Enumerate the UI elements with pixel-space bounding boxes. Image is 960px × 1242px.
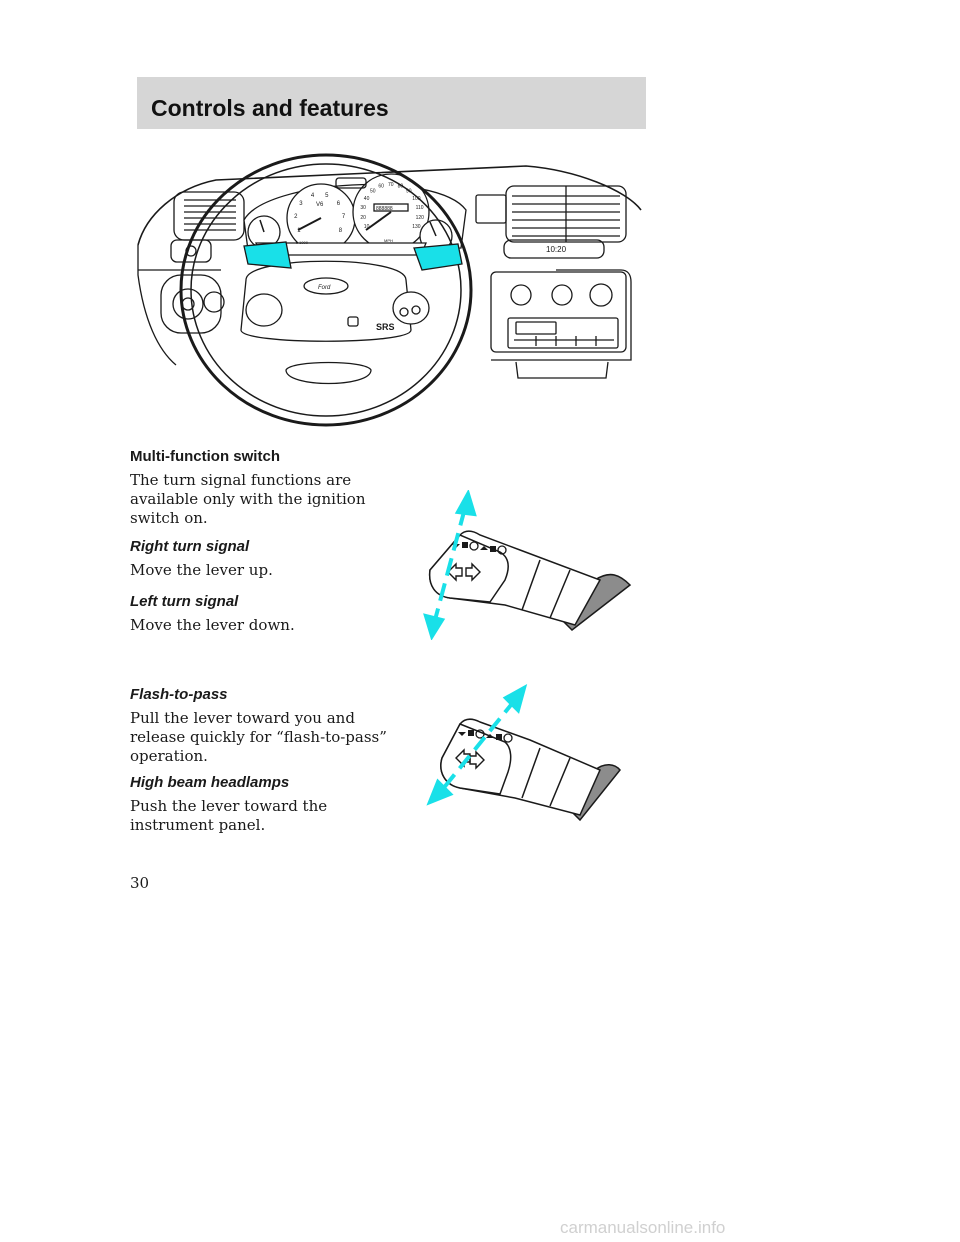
tach-unit: x 1000 <box>296 240 309 245</box>
intro-text: The turn signal functions are available … <box>130 471 366 527</box>
flash-to-pass-text: Pull the lever toward you and release qu… <box>130 709 387 765</box>
arrow-left-icon <box>447 562 463 582</box>
engine-badge: V6 <box>316 202 324 208</box>
dashboard-illustration: x 1000 V6 MPH 888888 10:20 SRS Ford 1 2 3 4… <box>137 153 642 427</box>
multifunction-stalk-highlight <box>243 241 292 269</box>
speedo-scale-label: 130 <box>412 224 421 230</box>
left-turn-heading: Left turn signal <box>130 593 239 610</box>
flash-to-pass-lever-illustration <box>426 683 621 822</box>
section-heading: Multi-function switch <box>130 448 280 465</box>
clock-display: 10:20 <box>546 245 567 254</box>
section-header: Controls and features <box>137 77 646 129</box>
arrow-right-icon <box>465 562 481 582</box>
right-turn-heading: Right turn signal <box>130 538 250 555</box>
right-turn-text: Move the lever up. <box>130 561 273 579</box>
tach-scale-label: 8 <box>339 228 343 234</box>
tach-scale-label: 1 <box>297 228 301 234</box>
flash-to-pass-heading: Flash-to-pass <box>130 686 228 703</box>
speedo-scale-label: 30 <box>360 205 366 211</box>
right-stalk-highlight <box>413 243 463 271</box>
left-turn-section: Left turn signal Move the lever down. <box>130 593 400 635</box>
speedo-scale-label: 50 <box>370 189 376 195</box>
left-vent-louvers <box>184 199 236 231</box>
speedo-scale-label: 20 <box>360 215 366 221</box>
high-beam-text: Push the lever toward the instrument pan… <box>130 797 328 834</box>
headlamp-beam-icon <box>458 729 513 743</box>
right-turn-section: Right turn signal Move the lever up. <box>130 538 400 580</box>
speedo-scale-label: 60 <box>378 184 384 190</box>
section-title: Controls and features <box>151 95 389 121</box>
tach-scale-label: 5 <box>325 193 329 199</box>
tach-scale-label: 7 <box>342 214 346 220</box>
up-down-motion-arrow <box>423 490 477 640</box>
forward-back-motion-arrow <box>426 683 528 806</box>
odometer: 888888 <box>376 206 393 212</box>
tach-scale-label: 6 <box>337 201 341 207</box>
speedo-scale-label: 40 <box>364 196 370 202</box>
tach-scale-label: 4 <box>311 193 315 199</box>
speedo-scale-label: 120 <box>416 215 425 221</box>
speedo-unit: MPH <box>384 238 393 243</box>
watermark: carmanualsonline.info <box>560 1218 726 1237</box>
speedo-scale-label: 80 <box>398 184 404 190</box>
tach-scale-label: 2 <box>294 214 298 220</box>
ford-emblem: Ford <box>318 285 331 291</box>
page-number: 30 <box>130 874 150 892</box>
speedo-scale-label: 70 <box>388 182 394 188</box>
tach-scale-label: 3 <box>299 201 303 207</box>
speedo-scale-label: 10 <box>364 224 370 230</box>
left-turn-text: Move the lever down. <box>130 616 295 634</box>
speedo-scale-label: 100 <box>412 196 421 202</box>
high-beam-section: High beam headlamps Push the lever towar… <box>130 774 400 835</box>
flash-to-pass-section: Flash-to-pass Pull the lever toward you … <box>130 686 400 766</box>
high-beam-heading: High beam headlamps <box>130 774 290 791</box>
speedo-scale-label: 110 <box>416 205 424 211</box>
arrow-right-icon <box>469 750 485 770</box>
multifunction-section: Multi-function switch The turn signal fu… <box>130 448 400 528</box>
turn-signal-lever-illustration <box>423 490 632 640</box>
srs-label: SRS <box>376 322 395 332</box>
speedo-scale-label: 90 <box>406 189 412 195</box>
